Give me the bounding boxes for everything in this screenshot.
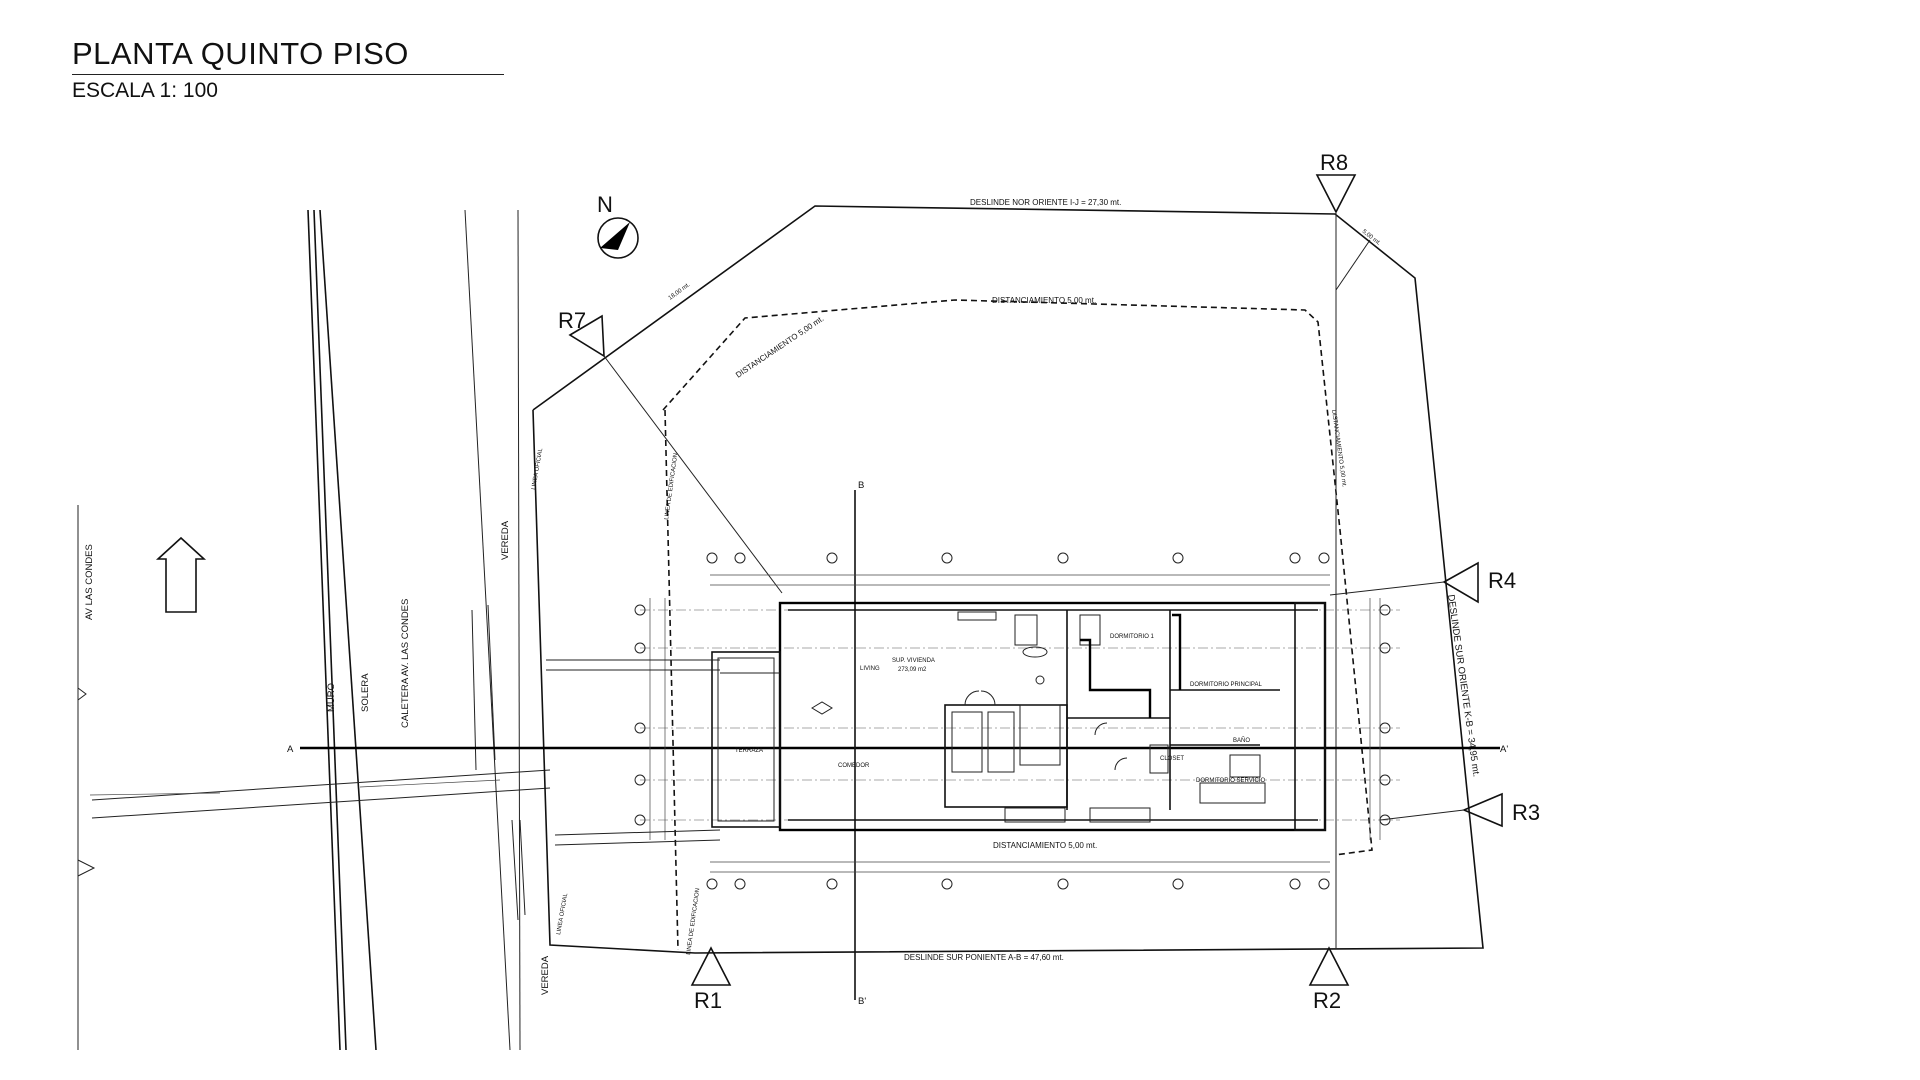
grid-bubble	[734, 552, 746, 564]
cut-a-label: A	[287, 744, 294, 755]
building	[546, 601, 1327, 846]
plan-scale: ESCALA 1: 100	[72, 79, 218, 102]
label-distanciamiento-top: DISTANCIAMIENTO 5,00 mt.	[992, 296, 1096, 305]
cut-b-label: B	[858, 480, 864, 491]
marker-r2: R2	[1313, 988, 1341, 1013]
marker-r4: R4	[1488, 568, 1516, 593]
room-labels: SUP. VIVIENDA 273,09 m2 LIVING COMEDOR T…	[735, 634, 1265, 784]
grid-bubble	[634, 604, 646, 616]
label-deslinde-sur-poniente: DESLINDE SUR PONIENTE A-B = 47,60 mt.	[904, 953, 1064, 962]
north-arrow-icon	[600, 222, 630, 250]
grid-bubble	[941, 552, 953, 564]
label-vereda-bottom: VEREDA	[540, 955, 551, 995]
label-distanciamiento-diagonal: DISTANCIAMIENTO 5,00 mt.	[734, 314, 825, 380]
label-vereda-top: VEREDA	[500, 520, 511, 560]
grid-bubble	[941, 878, 953, 890]
room-bano-label: BAÑO	[1233, 737, 1250, 744]
label-muro: MURO	[326, 683, 337, 712]
room-dormitorio1-label: DORMITORIO 1	[1110, 634, 1155, 640]
marker-r1: R1	[694, 988, 722, 1013]
setback-line: DISTANCIAMIENTO 5,00 mt. DISTANCIAMIENTO…	[662, 296, 1373, 956]
grid-bubble	[1379, 604, 1391, 616]
direction-arrow-icon	[155, 536, 207, 613]
grid-bubble	[1289, 878, 1301, 890]
grid-bubble	[706, 878, 718, 890]
label-deslinde-nor-oriente: DESLINDE NOR ORIENTE I-J = 27,30 mt.	[970, 198, 1121, 207]
label-linea-oficial-top: LINEA OFICIAL	[531, 447, 544, 490]
grid-bubble	[1172, 552, 1184, 564]
label-linea-oficial-bottom: LINEA OFICIAL	[556, 892, 569, 935]
label-distanciamiento-bottom: DISTANCIAMIENTO 5,00 mt.	[993, 841, 1097, 850]
street-area: AV LAS CONDES MURO SOLERA CALETERA AV. L…	[77, 209, 551, 1051]
grid-bubble	[734, 878, 746, 890]
room-dormitorio-servicio-label: DORMITORIO SERVICIO	[1196, 778, 1265, 784]
marker-r3: R3	[1512, 800, 1540, 825]
grid-bubble	[1289, 552, 1301, 564]
grid-bubble	[1172, 878, 1184, 890]
grid-bubble	[1379, 642, 1391, 654]
grid-bubble	[1318, 878, 1330, 890]
label-solera: SOLERA	[360, 673, 371, 712]
grid-bubble	[634, 814, 646, 826]
room-dormitorio-principal-label: DORMITORIO PRINCIPAL	[1190, 682, 1262, 688]
cut-a-prime-label: A'	[1500, 744, 1508, 755]
grid-bubble	[1379, 722, 1391, 734]
room-living-label: LIVING	[860, 666, 880, 672]
grid-bubble	[706, 552, 718, 564]
label-linea-edificacion-bottom: LINEA DE EDIFICACION	[686, 888, 701, 956]
grid-bubble	[1379, 814, 1391, 826]
room-sup-label: SUP. VIVIENDA	[892, 658, 935, 664]
grid-bubble	[634, 774, 646, 786]
north-arrow: N	[597, 192, 639, 259]
marker-r7: R7	[558, 308, 586, 333]
grid-bubble	[1057, 878, 1069, 890]
grid-bubble	[634, 722, 646, 734]
label-caletera: CALETERA AV. LAS CONDES	[400, 599, 411, 728]
grid-bubble	[1379, 774, 1391, 786]
grid-bubble	[1318, 552, 1330, 564]
grid-bubbles	[634, 552, 1391, 890]
cut-b-prime-label: B'	[858, 996, 866, 1007]
grid-bubble	[826, 878, 838, 890]
room-closet-label: CLOSET	[1160, 756, 1184, 762]
section-markers: R7 R8 R4 R3 R1 R2	[558, 150, 1540, 1013]
label-distanciamiento-right: DISTANCIAMIENTO 5,00 mt.	[1330, 409, 1347, 488]
marker-r8: R8	[1320, 150, 1348, 175]
room-area-label: 273,09 m2	[898, 667, 927, 673]
north-label: N	[597, 192, 613, 217]
room-terraza-label: TERRAZA	[735, 748, 763, 754]
grid-bubble	[1057, 552, 1069, 564]
grid-bubble	[634, 642, 646, 654]
plan-title: PLANTA QUINTO PISO	[72, 36, 504, 75]
label-av-las-condes: AV LAS CONDES	[84, 544, 95, 620]
grid-bubble	[826, 552, 838, 564]
room-comedor-label: COMEDOR	[838, 763, 870, 769]
title-block: PLANTA QUINTO PISO ESCALA 1: 100	[72, 36, 504, 103]
